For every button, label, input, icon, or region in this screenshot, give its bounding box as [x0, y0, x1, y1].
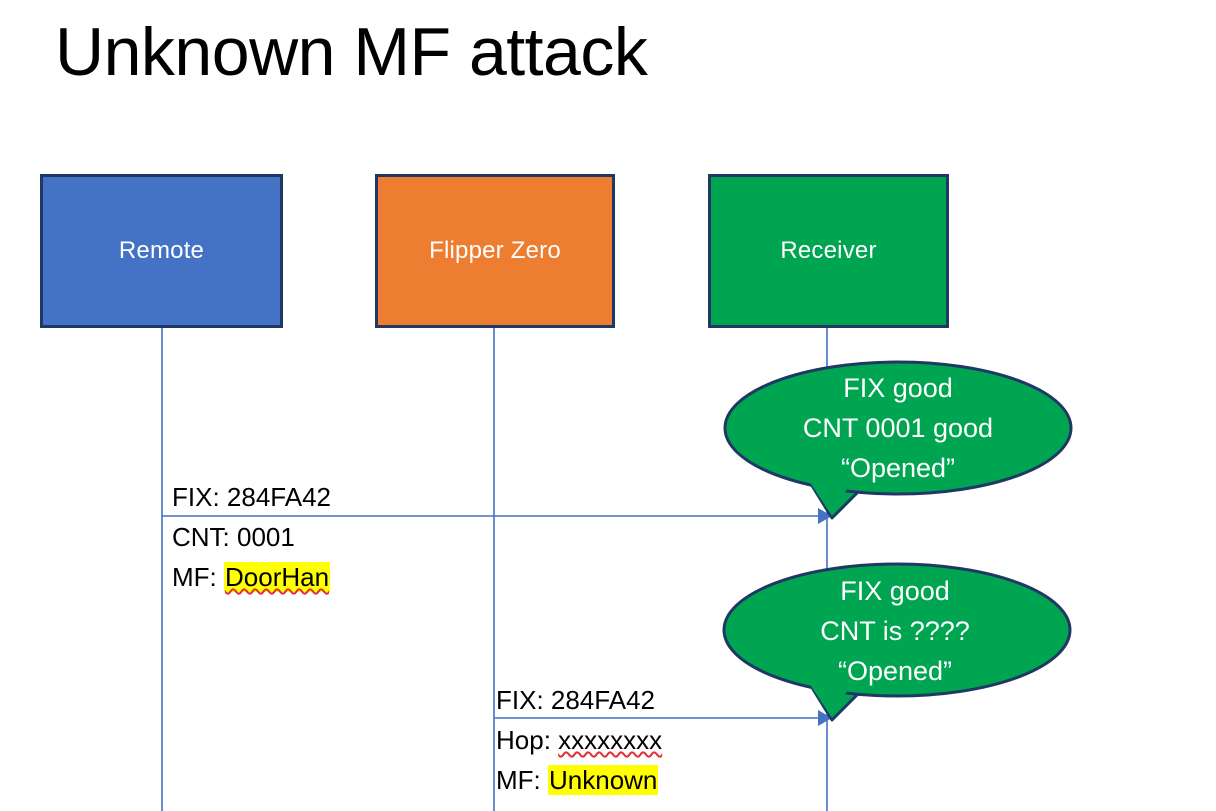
message-line-value-highlighted: Unknown	[548, 765, 659, 795]
actor-box-receiver[interactable]: Receiver	[708, 174, 949, 328]
speech-bubble-1	[723, 360, 1073, 520]
message-line-value-highlighted: DoorHan	[224, 562, 331, 592]
page-title: Unknown MF attack	[55, 14, 648, 90]
message-line: MF: DoorHan	[172, 557, 331, 597]
message-arrow-1	[162, 508, 832, 524]
actor-box-remote[interactable]: Remote	[40, 174, 283, 328]
actor-label-receiver: Receiver	[780, 237, 877, 264]
actor-label-remote: Remote	[118, 237, 205, 264]
message-line-prefix: MF:	[496, 765, 548, 795]
speech-bubble-2	[722, 562, 1072, 722]
speech-bubble-2-text: FIX good CNT is ???? “Opened”	[745, 571, 1045, 691]
message-line-value: 284FA42	[550, 685, 655, 715]
bubble-line: FIX good	[843, 373, 953, 403]
message-arrow-2	[494, 710, 832, 726]
message-line-prefix: MF:	[172, 562, 224, 592]
message-line-prefix: FIX:	[496, 685, 551, 715]
message-line: FIX: 284FA42	[172, 477, 331, 517]
actor-box-flipper[interactable]: Flipper Zero	[375, 174, 615, 328]
message-label-1: FIX: 284FA42 CNT: 0001 MF: DoorHan	[172, 477, 331, 597]
message-line-prefix: Hop:	[496, 725, 559, 755]
message-line-value: 0001	[237, 522, 295, 552]
message-line-prefix: FIX:	[172, 482, 227, 512]
message-line: MF: Unknown	[496, 760, 662, 800]
speech-bubble-1-text: FIX good CNT 0001 good “Opened”	[748, 368, 1048, 488]
bubble-line: CNT is ????	[820, 616, 970, 646]
bubble-line: “Opened”	[837, 656, 953, 686]
bubble-line: FIX good	[840, 576, 950, 606]
message-line: Hop: xxxxxxxx	[496, 720, 662, 760]
actor-label-flipper: Flipper Zero	[429, 237, 561, 264]
message-line-prefix: CNT:	[172, 522, 237, 552]
message-line: FIX: 284FA42	[496, 680, 662, 720]
message-line: CNT: 0001	[172, 517, 331, 557]
bubble-line: “Opened”	[840, 453, 956, 483]
message-label-2: FIX: 284FA42 Hop: xxxxxxxx MF: Unknown	[496, 680, 662, 800]
bubble-line: CNT 0001 good	[802, 413, 994, 443]
message-line-value: xxxxxxxx	[558, 725, 663, 755]
message-line-value: 284FA42	[226, 482, 331, 512]
